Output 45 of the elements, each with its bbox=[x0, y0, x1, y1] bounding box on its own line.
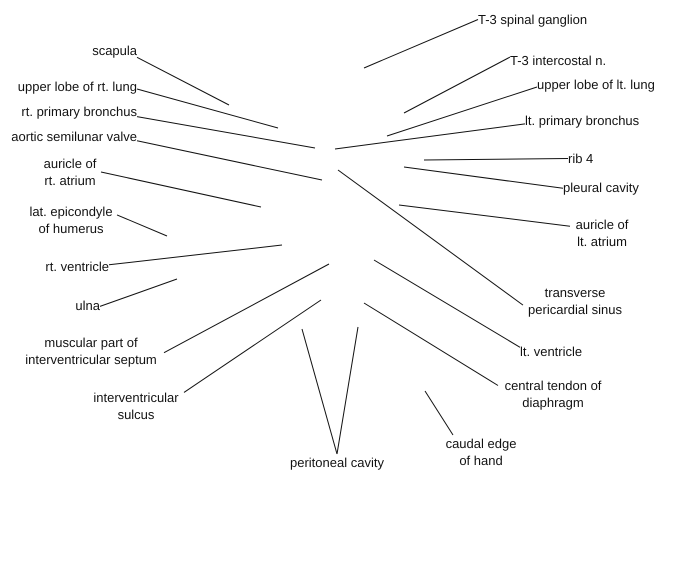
part-label: upper lobe of lt. lung bbox=[537, 76, 655, 93]
part-label: lt. ventricle bbox=[520, 343, 582, 360]
leader-line bbox=[404, 56, 510, 114]
leader-line bbox=[136, 88, 278, 128]
leader-line bbox=[108, 244, 282, 266]
part-label: upper lobe of rt. lung bbox=[18, 78, 137, 95]
leader-line bbox=[116, 214, 168, 236]
part-label: ulna bbox=[75, 297, 100, 314]
leader-line bbox=[136, 56, 230, 106]
part-label: auricle of lt. atrium bbox=[570, 216, 634, 250]
part-label: rt. ventricle bbox=[45, 258, 109, 275]
part-label: central tendon of diaphragm bbox=[498, 377, 608, 411]
leader-line bbox=[398, 204, 570, 227]
part-label: peritoneal cavity bbox=[290, 454, 384, 471]
part-label: transverse pericardial sinus bbox=[523, 284, 627, 318]
leader-line bbox=[302, 328, 338, 454]
leader-line bbox=[136, 116, 316, 148]
part-label: T-3 intercostal n. bbox=[510, 52, 606, 69]
leader-line bbox=[374, 260, 520, 348]
leader-line bbox=[386, 86, 538, 136]
leader-line bbox=[184, 300, 322, 393]
part-label: muscular part of interventricular septum bbox=[18, 334, 164, 368]
part-label: lt. primary bronchus bbox=[525, 112, 640, 129]
leader-line bbox=[334, 123, 526, 150]
leader-line bbox=[338, 170, 524, 306]
part-label: rt. primary bronchus bbox=[21, 103, 137, 120]
leader-line bbox=[336, 326, 358, 454]
leader-line bbox=[100, 172, 262, 208]
leader-line bbox=[364, 19, 478, 68]
part-label: T-3 spinal ganglion bbox=[478, 11, 588, 28]
part-label: pleural cavity bbox=[563, 179, 639, 196]
leader-line bbox=[404, 166, 564, 189]
part-label: rib 4 bbox=[568, 150, 594, 167]
part-label: auricle of rt. atrium bbox=[39, 155, 101, 189]
leader-line bbox=[424, 158, 568, 160]
leader-line bbox=[100, 278, 178, 307]
part-label: caudal edge of hand bbox=[441, 435, 521, 469]
part-label: aortic semilunar valve bbox=[11, 128, 137, 145]
leader-line bbox=[136, 140, 322, 180]
leader-line bbox=[164, 264, 330, 354]
part-label: interventricular sulcus bbox=[88, 389, 184, 423]
leader-line bbox=[424, 390, 454, 436]
part-label: scapula bbox=[92, 42, 137, 59]
leader-line bbox=[364, 302, 498, 386]
part-label: lat. epicondyle of humerus bbox=[25, 203, 117, 237]
